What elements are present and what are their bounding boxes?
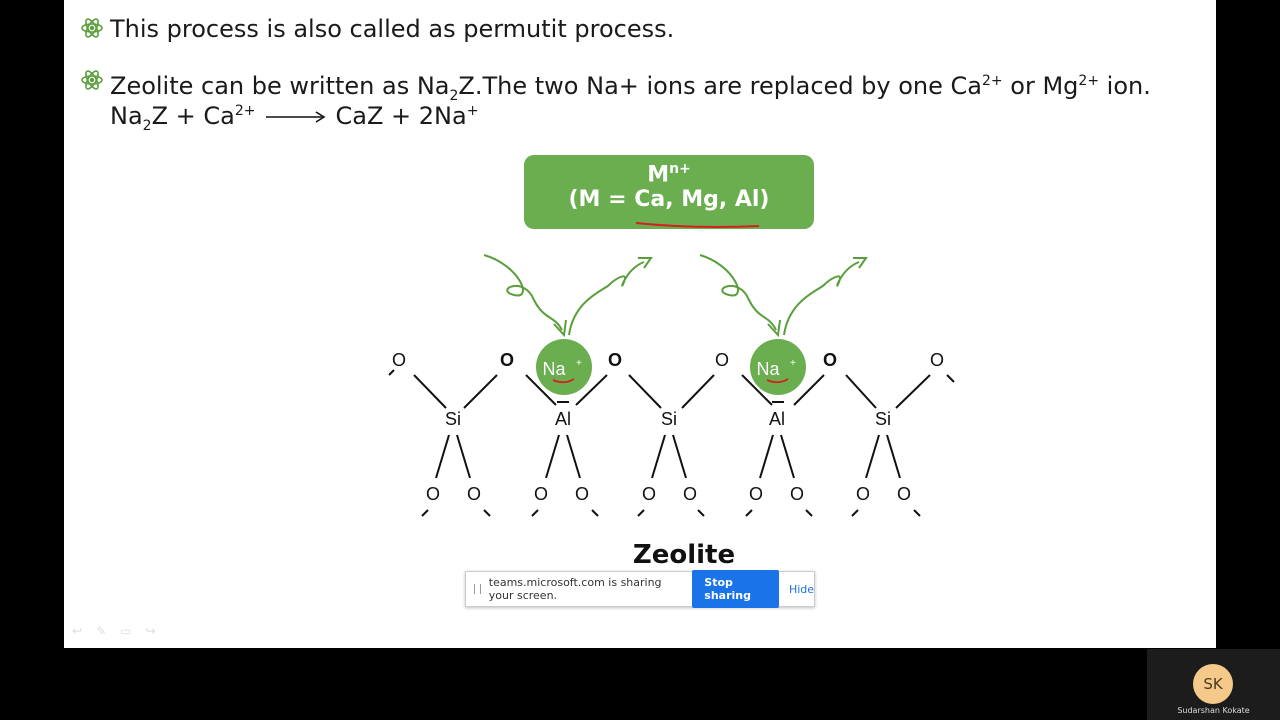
- participant-name: Sudarshan Kokate: [1177, 706, 1250, 715]
- center-atom: Al: [555, 409, 571, 429]
- metal-ion-box: Mn+ (M = Ca, Mg, Al): [524, 155, 814, 229]
- oxygen-atom: O: [575, 484, 589, 504]
- oxygen-atom: O: [683, 484, 697, 504]
- oxygen-atom: O: [534, 484, 548, 504]
- bullet-zeolite: Zeolite can be written as Na2Z.The two N…: [80, 66, 1151, 111]
- svg-text:+: +: [576, 358, 582, 369]
- oxygen-atom: O: [897, 484, 911, 504]
- oxygen-atom: O: [467, 484, 481, 504]
- drag-handle-icon[interactable]: [474, 584, 481, 594]
- oxygen-atom: O: [790, 484, 804, 504]
- share-message: teams.microsoft.com is sharing your scre…: [488, 576, 662, 602]
- slide-toolbar: ↩ ✎ ▭ ↪: [72, 624, 156, 638]
- oxygen-atom: O: [392, 350, 406, 370]
- annotation-underline: [635, 222, 760, 228]
- avatar: SK: [1193, 664, 1233, 704]
- bullet-text: This process is also called as permutit …: [110, 15, 675, 43]
- atom-bullet-icon: [81, 70, 103, 90]
- na-ion: Na +: [750, 339, 806, 395]
- bullet-permutit: This process is also called as permutit …: [80, 14, 674, 44]
- slides-icon[interactable]: ▭: [120, 624, 132, 638]
- oxygen-atom: O: [608, 350, 622, 370]
- slide: This process is also called as permutit …: [64, 0, 1216, 648]
- screen-share-bar: teams.microsoft.com is sharing your scre…: [465, 570, 815, 608]
- bonds: [388, 369, 955, 517]
- na-ion: Na +: [536, 339, 592, 395]
- prev-arrow-icon[interactable]: ↩: [72, 624, 83, 638]
- oxygen-atom: O: [642, 484, 656, 504]
- svg-text:+: +: [790, 358, 796, 369]
- hide-link[interactable]: Hide: [788, 582, 815, 596]
- oxygen-atom: O: [500, 350, 514, 370]
- stop-sharing-button[interactable]: Stop sharing: [692, 570, 779, 608]
- oxygen-atom: O: [749, 484, 763, 504]
- zeolite-caption: Zeolite: [632, 540, 736, 570]
- atom-bullet-icon: [81, 18, 103, 38]
- oxygen-atom: O: [856, 484, 870, 504]
- center-atom: Si: [661, 409, 677, 429]
- center-atom: Al: [769, 409, 785, 429]
- center-atom: Si: [445, 409, 461, 429]
- reaction-equation: Na2Z + Ca2+ CaZ + 2Na+: [110, 102, 479, 134]
- exchange-arrows: [483, 254, 868, 338]
- bullet-text: Zeolite can be written as Na2Z.The two N…: [110, 72, 1151, 104]
- zeolite-structure: Na + Na + O O O O O O Si Al Si Al Si O O: [388, 222, 955, 517]
- oxygen-atom: O: [930, 350, 944, 370]
- svg-text:Na: Na: [756, 359, 780, 379]
- oxygen-atom: O: [426, 484, 440, 504]
- reaction-arrow-icon: [265, 111, 326, 123]
- pen-icon[interactable]: ✎: [96, 624, 107, 638]
- oxygen-atom: O: [715, 350, 729, 370]
- svg-text:Na: Na: [542, 359, 566, 379]
- next-arrow-icon[interactable]: ↪: [145, 624, 156, 638]
- center-atom: Si: [875, 409, 891, 429]
- oxygen-atom: O: [823, 350, 837, 370]
